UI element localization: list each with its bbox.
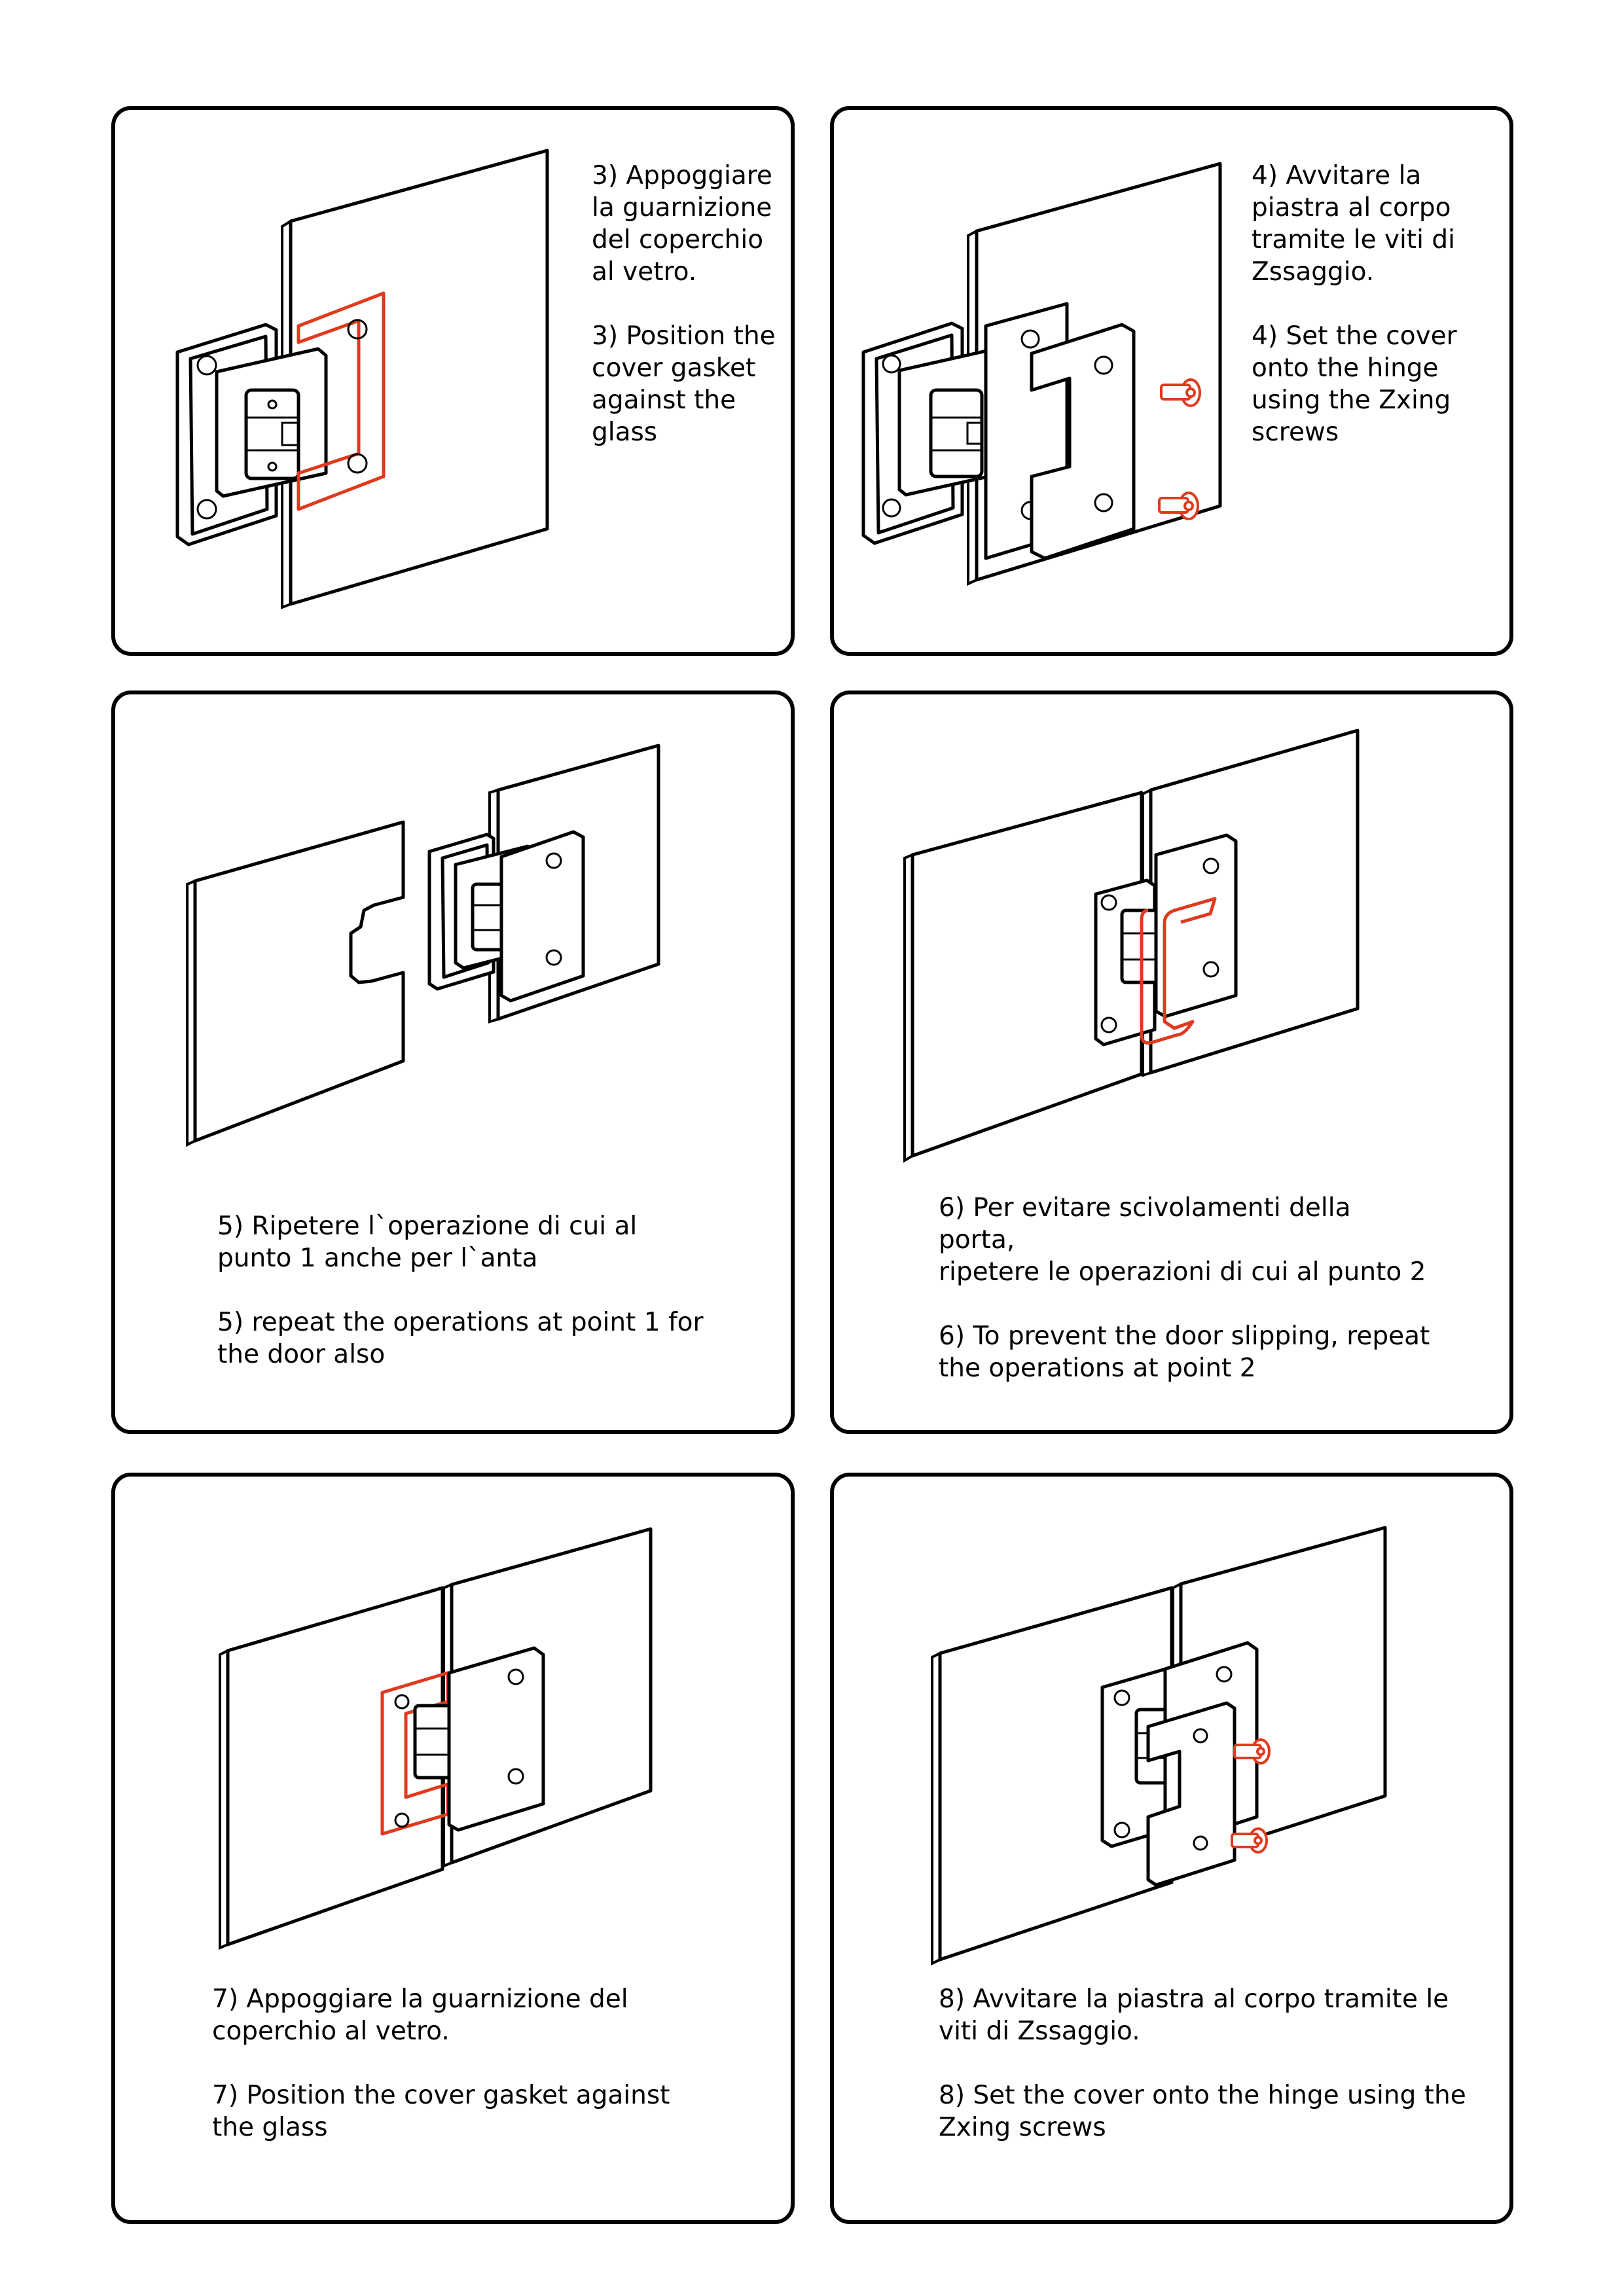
step-4-italian: 4) Avvitare la piastra al corpo tramite … bbox=[1252, 161, 1455, 287]
step-6-english: 6) To prevent the door slipping, repeat … bbox=[939, 1321, 1430, 1383]
step-8-english: 8) Set the cover onto the hinge using th… bbox=[939, 2081, 1466, 2142]
step-3-panel: 3) Appoggiare la guarnizione del coperch… bbox=[111, 106, 795, 656]
step-4-panel: 4) Avvitare la piastra al corpo tramite … bbox=[830, 106, 1513, 656]
step-6-panel: 6) Per evitare scivolamenti della porta,… bbox=[830, 691, 1513, 1434]
repeat-on-door-illustration bbox=[115, 694, 791, 1430]
step-8-italian: 8) Avvitare la piastra al corpo tramite … bbox=[939, 1984, 1449, 2046]
step-7-text: 7) Appoggiare la guarnizione del coperch… bbox=[212, 1983, 670, 2144]
step-7-english: 7) Position the cover gasket against the… bbox=[212, 2081, 670, 2142]
step-3-italian: 3) Appoggiare la guarnizione del coperch… bbox=[592, 161, 772, 287]
step-4-text: 4) Avvitare la piastra al corpo tramite … bbox=[1252, 160, 1457, 448]
step-4-english: 4) Set the cover onto the hinge using th… bbox=[1252, 321, 1457, 447]
screw-icon bbox=[1232, 1829, 1267, 1852]
step-5-english: 5) repeat the operations at point 1 for … bbox=[217, 1308, 704, 1369]
second-gasket-illustration bbox=[115, 1477, 791, 2220]
step-5-panel: 5) Ripetere l`operazione di cui al punto… bbox=[111, 691, 795, 1434]
step-8-panel: 8) Avvitare la piastra al corpo tramite … bbox=[830, 1473, 1513, 2224]
step-7-italian: 7) Appoggiare la guarnizione del coperch… bbox=[212, 1984, 628, 2046]
screw-icon bbox=[1159, 493, 1198, 519]
gasket-on-glass-illustration bbox=[115, 110, 791, 652]
step-5-text: 5) Ripetere l`operazione di cui al punto… bbox=[217, 1210, 704, 1371]
step-7-panel: 7) Appoggiare la guarnizione del coperch… bbox=[111, 1473, 795, 2224]
step-5-italian: 5) Ripetere l`operazione di cui al punto… bbox=[217, 1211, 638, 1273]
cover-screws-illustration bbox=[834, 110, 1509, 652]
screw-icon bbox=[1161, 380, 1200, 406]
step-3-text: 3) Appoggiare la guarnizione del coperch… bbox=[592, 160, 776, 448]
step-6-italian: 6) Per evitare scivolamenti della porta,… bbox=[939, 1193, 1426, 1287]
step-8-text: 8) Avvitare la piastra al corpo tramite … bbox=[939, 1983, 1466, 2144]
final-screws-illustration bbox=[834, 1477, 1509, 2220]
prevent-slipping-illustration bbox=[834, 694, 1509, 1430]
screw-icon bbox=[1235, 1740, 1269, 1763]
step-3-english: 3) Position the cover gasket against the… bbox=[592, 321, 776, 447]
step-6-text: 6) Per evitare scivolamenti della porta,… bbox=[939, 1192, 1430, 1384]
